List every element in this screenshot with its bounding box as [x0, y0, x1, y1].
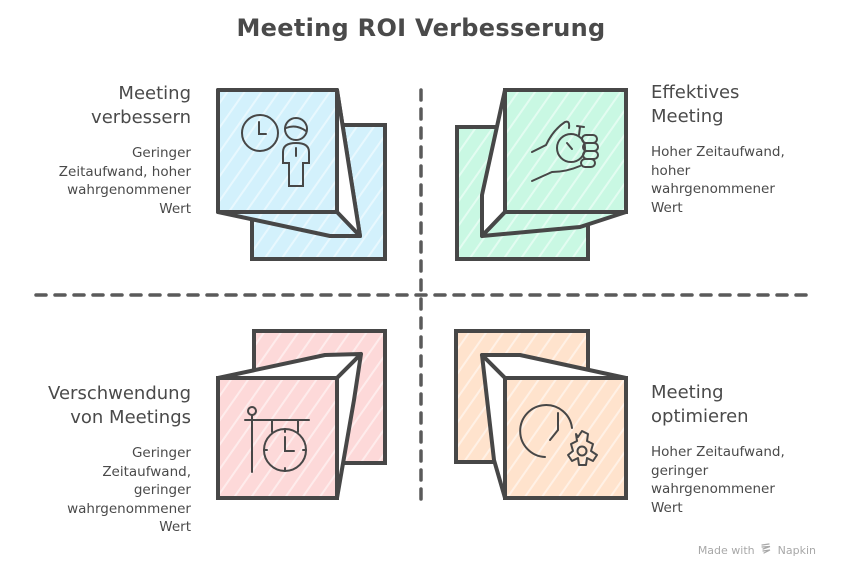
desc-line: wahrgenommener — [67, 500, 191, 517]
clock-gear-icon — [519, 404, 598, 466]
quadrant-description: Hoher Zeitaufwand, geringer wahrgenommen… — [651, 443, 831, 517]
desc-line: geringer — [651, 462, 709, 479]
quadrant-heading: Meeting verbessern — [20, 82, 191, 130]
heading-line: Verschwendung — [48, 383, 191, 404]
hand-stopwatch-icon — [531, 120, 599, 182]
desc-line: wahrgenommener — [651, 481, 775, 497]
desc-line: wahrgenommener — [67, 182, 191, 198]
desc-line: Geringer — [131, 445, 191, 461]
clock-person-icon — [241, 114, 310, 187]
desc-line: Wert — [159, 200, 191, 217]
desc-line: geringer — [133, 482, 191, 498]
heading-line: Meeting — [651, 382, 724, 403]
quadrant-top-right-graphic — [455, 88, 628, 261]
napkin-brand-text: Napkin — [777, 544, 816, 557]
quadrant-label-bottom-right: Meeting optimieren Hoher Zeitaufwand, ge… — [651, 381, 831, 517]
quadrant-label-top-right: Effektives Meeting Hoher Zeitaufwand, ho… — [651, 81, 831, 217]
quadrant-description: Geringer Zeitaufwand, geringer wahrgenom… — [10, 444, 191, 537]
heading-line: verbessern — [91, 107, 191, 128]
made-with-napkin-footer[interactable]: Made with Napkin — [698, 543, 816, 557]
quadrant-heading: Effektives Meeting — [651, 81, 831, 129]
quadrant-description: Geringer Zeitaufwand, hoher wahrgenommen… — [20, 144, 191, 218]
heading-line: Meeting — [118, 83, 191, 104]
heading-line: von Meetings — [70, 407, 191, 428]
made-with-text: Made with — [697, 544, 755, 557]
napkin-logo-icon — [761, 543, 771, 557]
quadrant-label-top-left: Meeting verbessern Geringer Zeitaufwand,… — [20, 82, 191, 218]
desc-line: Zeitaufwand, — [102, 463, 191, 480]
quadrant-description: Hoher Zeitaufwand, hoher wahrgenommener … — [651, 143, 831, 217]
desc-line: Wert — [651, 199, 683, 216]
quadrant-bottom-left-graphic — [216, 329, 387, 500]
quadrant-heading: Verschwendung von Meetings — [10, 382, 191, 430]
diagram-title: Meeting ROI Verbesserung — [236, 14, 606, 42]
quadrant-bottom-right-graphic — [454, 329, 628, 500]
desc-line: Hoher Zeitaufwand, — [651, 144, 785, 160]
hanging-clock-icon — [244, 406, 310, 473]
heading-line: Meeting — [651, 106, 724, 127]
desc-line: hoher — [651, 162, 691, 179]
quadrant-heading: Meeting optimieren — [651, 381, 831, 429]
desc-line: Zeitaufwand, hoher — [58, 163, 191, 180]
heading-line: optimieren — [651, 406, 749, 427]
quadrant-label-bottom-left: Verschwendung von Meetings Geringer Zeit… — [10, 382, 191, 537]
desc-line: Geringer — [131, 145, 191, 161]
heading-line: Effektives — [651, 82, 740, 103]
desc-line: Wert — [651, 499, 683, 516]
desc-line: Hoher Zeitaufwand, — [651, 444, 785, 460]
desc-line: Wert — [159, 519, 191, 535]
desc-line: wahrgenommener — [651, 181, 775, 197]
quadrant-top-left-graphic — [216, 88, 387, 261]
